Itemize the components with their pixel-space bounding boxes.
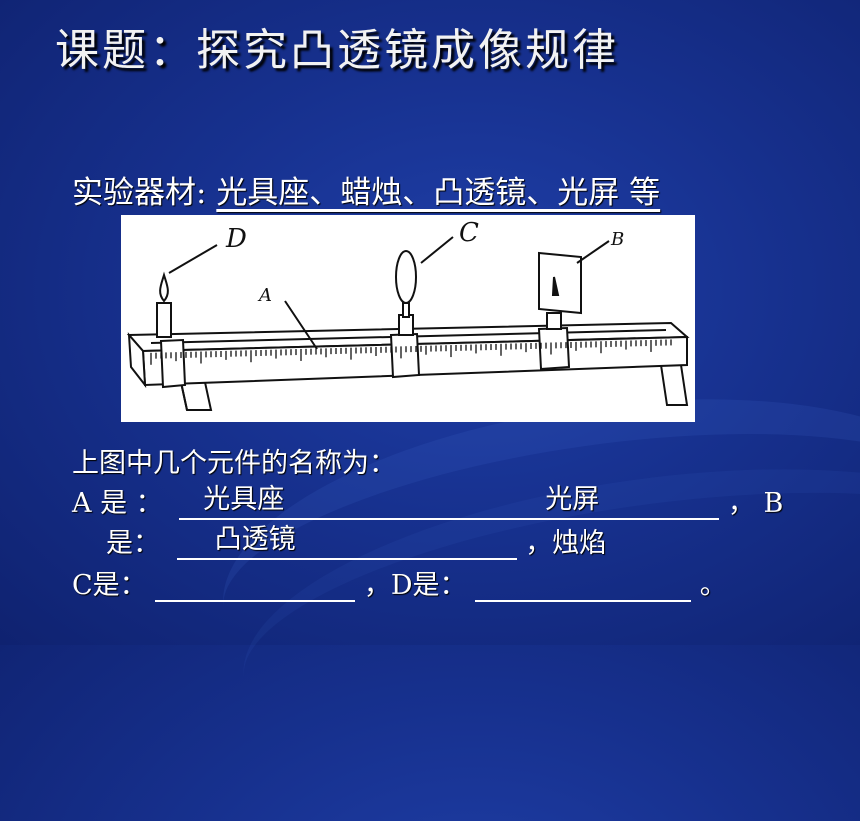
blank-a-b[interactable]: 光具座 光屏 — [179, 484, 720, 520]
blank-c[interactable]: 凸透镜 — [176, 524, 517, 560]
materials-line: 实验器材: 光具座、蜡烛、凸透镜、光屏 等 — [72, 167, 660, 212]
line-b-prefix: 是： — [106, 528, 160, 559]
label-b: B — [610, 229, 624, 250]
line-c-mid: ，D是： — [363, 570, 467, 601]
answer-line-a: A 是 ： 光具座 光屏 ， B — [72, 481, 783, 520]
line-a-suffix: ， B — [727, 488, 784, 519]
line-c-prefix: C是： — [72, 570, 147, 601]
optical-bench-drawing: D C B A — [126, 218, 690, 411]
line-c-suffix: 。 — [699, 570, 727, 601]
line-b-suffix: ，烛焰 — [525, 528, 607, 559]
answer-line-b: 是： 凸透镜 ，烛焰 — [106, 521, 606, 560]
answer-line-c: C是： ，D是： 。 — [72, 563, 727, 602]
answer-c: 凸透镜 — [214, 524, 296, 555]
line-a-prefix: A 是 ： — [72, 488, 163, 519]
answer-b: 光屏 — [545, 484, 600, 515]
label-c: C — [459, 218, 479, 248]
slide-title: 课题：探究凸透镜成像规律 — [55, 25, 619, 76]
question-text: 上图中几个元件的名称为： — [72, 448, 396, 479]
blank-d-name[interactable] — [475, 572, 692, 602]
blank-c-name[interactable] — [155, 572, 356, 602]
label-a: A — [257, 285, 272, 306]
optical-bench-figure: D C B A — [121, 215, 695, 422]
materials-value: 光具座、蜡烛、凸透镜、光屏 等 — [216, 175, 661, 211]
scale-ticks — [150, 339, 672, 365]
answer-a: 光具座 — [203, 484, 285, 515]
materials-label: 实验器材: — [72, 175, 207, 211]
label-d: D — [225, 224, 247, 254]
